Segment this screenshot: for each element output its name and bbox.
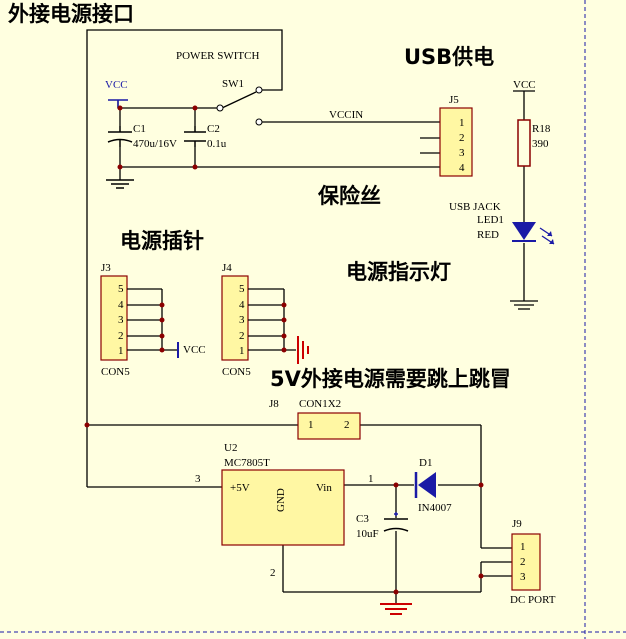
- j8-connector-body: [297, 412, 361, 440]
- label-j8-ref: J8: [269, 398, 279, 410]
- label-led1-value: RED: [477, 229, 499, 241]
- c1-capacitor: [107, 126, 133, 147]
- r18-resistor: [517, 119, 531, 167]
- label-r18-value: 390: [532, 138, 549, 150]
- j5-pin-2: 2: [459, 132, 465, 144]
- bottom-junctions: [84, 422, 484, 595]
- label-j9-ref: J9: [512, 518, 522, 530]
- j4-pin-1: 1: [239, 345, 245, 357]
- j3-pin-4: 4: [118, 299, 124, 311]
- j3-connector-body: [100, 275, 128, 361]
- label-j3-type: CON5: [101, 366, 130, 378]
- d1-diode: [414, 472, 436, 498]
- label-c3-value: 10uF: [356, 528, 379, 540]
- j3-pin-5: 5: [118, 283, 124, 295]
- label-c2-value: 0.1u: [207, 138, 227, 150]
- label-d1-value: IN4007: [418, 502, 452, 514]
- led-wires: [510, 90, 538, 310]
- title-fuse: 保险丝: [318, 184, 381, 208]
- j9-pin-2: 2: [520, 556, 526, 568]
- j8-pin-2: 2: [344, 419, 350, 431]
- label-power-switch: POWER SWITCH: [176, 50, 260, 62]
- title-jumper-note: 5V外接电源需要跳上跳冒: [270, 367, 511, 391]
- j9-pin-1: 1: [520, 541, 526, 553]
- u2-label-gnd: GND: [275, 488, 287, 512]
- j4-pin-5: 5: [239, 283, 245, 295]
- sw1-common-contact: [216, 104, 224, 112]
- label-vccin: VCCIN: [329, 109, 364, 121]
- u2-regulator-body: [221, 469, 345, 546]
- label-c1-value: 470u/16V: [133, 138, 177, 150]
- ground-symbol-bottom: [380, 603, 412, 615]
- label-usb-jack: USB JACK: [449, 201, 501, 213]
- label-j4-type: CON5: [222, 366, 251, 378]
- title-usb-power: USB供电: [404, 45, 495, 69]
- j5-connector-body: [439, 107, 473, 177]
- j4-junctions: [281, 302, 287, 353]
- u2-pin-1: 1: [368, 473, 374, 485]
- u2-pin-2: 2: [270, 567, 276, 579]
- j9-connector-body: [511, 533, 541, 591]
- j5-pin-3: 3: [459, 147, 465, 159]
- j3-pin-2: 2: [118, 330, 124, 342]
- label-j4-ref: J4: [222, 262, 232, 274]
- j5-pin-4: 4: [459, 162, 465, 174]
- label-j3-ref: J3: [101, 262, 111, 274]
- label-c3-ref: C3: [356, 513, 369, 525]
- title-external-power: 外接电源接口: [8, 2, 134, 26]
- label-d1-ref: D1: [419, 457, 433, 469]
- j4-connector-body: [221, 275, 249, 361]
- label-vcc-right: VCC: [513, 79, 536, 91]
- title-power-pins: 电源插针: [120, 229, 204, 253]
- label-sw1: SW1: [222, 78, 244, 90]
- j5-pin-1: 1: [459, 117, 465, 129]
- u2-pin-3: 3: [195, 473, 201, 485]
- ground-symbol-top: [106, 179, 134, 189]
- label-vcc-top: VCC: [105, 79, 128, 91]
- label-c1-ref: C1: [133, 123, 146, 135]
- label-r18-ref: R18: [532, 123, 551, 135]
- title-power-indicator: 电源指示灯: [346, 260, 451, 284]
- label-c2-ref: C2: [207, 123, 220, 135]
- wires-top: [86, 29, 440, 425]
- c3-capacitor: [383, 512, 409, 532]
- j3-pin-3: 3: [118, 314, 124, 326]
- u2-label-out: +5V: [230, 482, 250, 494]
- led1-diode: [512, 222, 555, 245]
- u2-label-in: Vin: [316, 482, 332, 494]
- label-j9-type: DC PORT: [510, 594, 556, 606]
- junctions-top: [117, 105, 198, 170]
- ground-symbol-j4: [297, 336, 309, 364]
- j8-pin-1: 1: [308, 419, 314, 431]
- j4-pin-4: 4: [239, 299, 245, 311]
- j9-pin-3: 3: [520, 571, 526, 583]
- j4-wires: [248, 288, 296, 351]
- c2-capacitor: [184, 126, 206, 147]
- label-j8-type: CON1X2: [299, 398, 342, 410]
- sw1-contact-a: [255, 86, 263, 94]
- j3-pin-1: 1: [118, 345, 124, 357]
- label-j3-vcc: VCC: [183, 344, 206, 356]
- j4-pin-3: 3: [239, 314, 245, 326]
- label-led1-ref: LED1: [477, 214, 504, 226]
- label-j5-ref: J5: [449, 94, 459, 106]
- sw1-contact-b: [255, 118, 263, 126]
- j3-wires: [127, 288, 178, 351]
- label-u2-type: MC7805T: [224, 457, 270, 469]
- j3-junctions: [159, 302, 165, 353]
- label-u2-ref: U2: [224, 442, 238, 454]
- j4-pin-2: 2: [239, 330, 245, 342]
